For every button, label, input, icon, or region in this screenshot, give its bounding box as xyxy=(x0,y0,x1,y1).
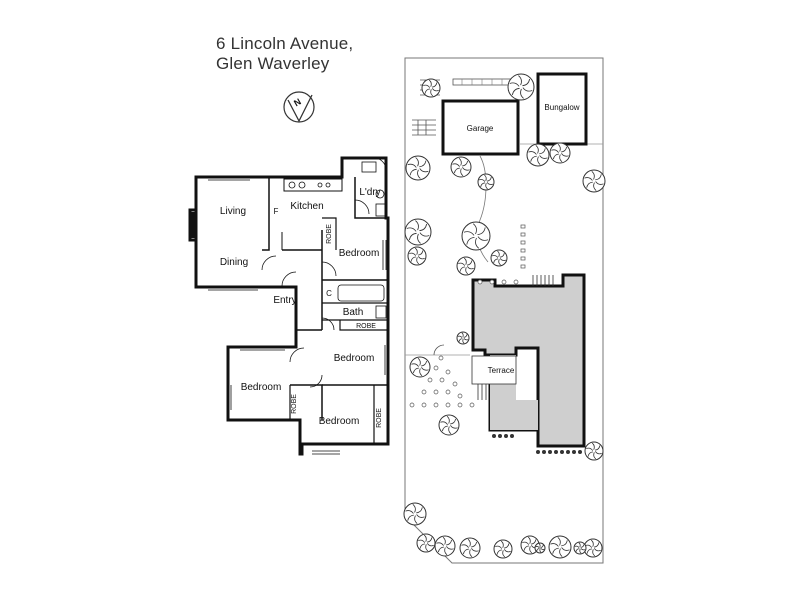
tree-icon xyxy=(459,537,481,559)
site-plan-labels: Garage Bungalow Terrace xyxy=(467,103,580,375)
terrace-area xyxy=(471,355,517,385)
room-label-bedroom-middle: Bedroom xyxy=(334,353,375,364)
tree-icon xyxy=(584,441,604,461)
tree-icon xyxy=(490,249,508,267)
bungalow-label: Bungalow xyxy=(544,103,579,112)
room-label-entry: Entry xyxy=(273,295,296,306)
compass-letter: N xyxy=(292,96,303,108)
room-label-dining: Dining xyxy=(220,257,248,268)
cupboard-label: C xyxy=(326,289,332,298)
tree-icon xyxy=(573,541,587,555)
tree-icon xyxy=(434,535,456,557)
floor-plan-labels: Living Dining Kitchen F L'dry Bedroom RO… xyxy=(220,187,383,428)
robe-label-bath: ROBE xyxy=(356,323,376,330)
tree-icon xyxy=(493,539,513,559)
tree-icon xyxy=(456,256,476,276)
tree-icon xyxy=(409,356,431,378)
house-footprint xyxy=(471,273,586,448)
tree-icon xyxy=(477,173,495,191)
site-plan xyxy=(404,57,604,564)
house-floor-plan xyxy=(188,156,390,456)
address-line-2: Glen Waverley xyxy=(216,54,330,73)
north-compass-icon: N xyxy=(283,91,315,123)
room-label-fridge: F xyxy=(274,207,279,216)
tree-icon xyxy=(416,533,436,553)
address-line-1: 6 Lincoln Avenue, xyxy=(216,34,354,53)
tree-icon xyxy=(405,155,431,181)
tree-icon xyxy=(456,331,470,345)
room-label-bedroom-main: Bedroom xyxy=(339,248,380,259)
garage-label: Garage xyxy=(467,124,494,133)
tree-icon xyxy=(526,143,550,167)
tree-icon xyxy=(534,542,546,554)
room-label-laundry: L'dry xyxy=(359,187,380,198)
room-label-kitchen: Kitchen xyxy=(290,201,323,212)
tree-icon xyxy=(407,246,427,266)
tree-icon xyxy=(549,142,571,164)
trees-group xyxy=(403,73,606,559)
room-label-bedroom-left: Bedroom xyxy=(241,382,282,393)
tree-icon xyxy=(461,221,491,251)
tree-icon xyxy=(450,156,472,178)
tree-icon xyxy=(583,538,603,558)
robe-label-left: ROBE xyxy=(291,394,298,414)
bungalow-building xyxy=(536,72,588,146)
garage-building xyxy=(441,99,520,156)
robe-label-bottom: ROBE xyxy=(376,408,383,428)
room-label-bedroom-bottom: Bedroom xyxy=(319,416,360,427)
room-label-living: Living xyxy=(220,206,246,217)
robe-label-main: ROBE xyxy=(326,224,333,244)
tree-icon xyxy=(507,73,535,101)
room-label-bath: Bath xyxy=(343,307,364,318)
tree-icon xyxy=(438,414,460,436)
tree-icon xyxy=(582,169,606,193)
terrace-label: Terrace xyxy=(488,366,515,375)
tree-icon xyxy=(548,535,572,559)
tree-icon xyxy=(404,218,432,246)
tree-icon xyxy=(403,502,427,526)
tree-icon xyxy=(421,78,441,98)
